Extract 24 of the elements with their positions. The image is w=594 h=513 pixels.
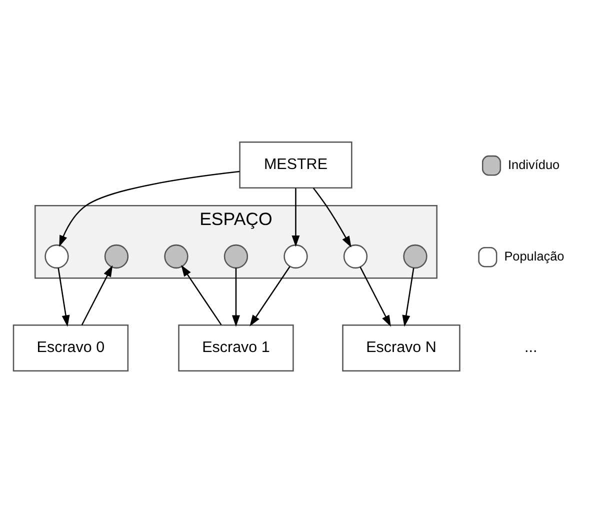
node-box: Escravo 0	[12, 324, 129, 372]
arrow	[59, 170, 240, 247]
node-circle	[164, 244, 188, 269]
arrow	[81, 265, 113, 326]
node-box: Escravo 1	[178, 324, 294, 372]
arrow	[292, 188, 300, 247]
arrow	[312, 188, 352, 248]
label: ...	[524, 338, 538, 356]
legend-label: Indivíduo	[508, 156, 560, 172]
legend-label: População	[504, 248, 564, 264]
arrow	[402, 268, 414, 327]
node-circle	[44, 244, 69, 269]
node-circle	[284, 244, 308, 269]
arrow	[360, 266, 391, 327]
node-box: Escravo N	[342, 324, 460, 372]
node-circle	[403, 244, 428, 269]
node-circle	[224, 244, 248, 269]
arrow	[181, 265, 222, 326]
node-circle	[104, 244, 129, 269]
arrow	[250, 266, 290, 326]
arrow	[232, 268, 240, 327]
node-box: MESTRE	[239, 141, 352, 188]
arrow	[58, 268, 70, 327]
node-circle	[343, 244, 368, 269]
